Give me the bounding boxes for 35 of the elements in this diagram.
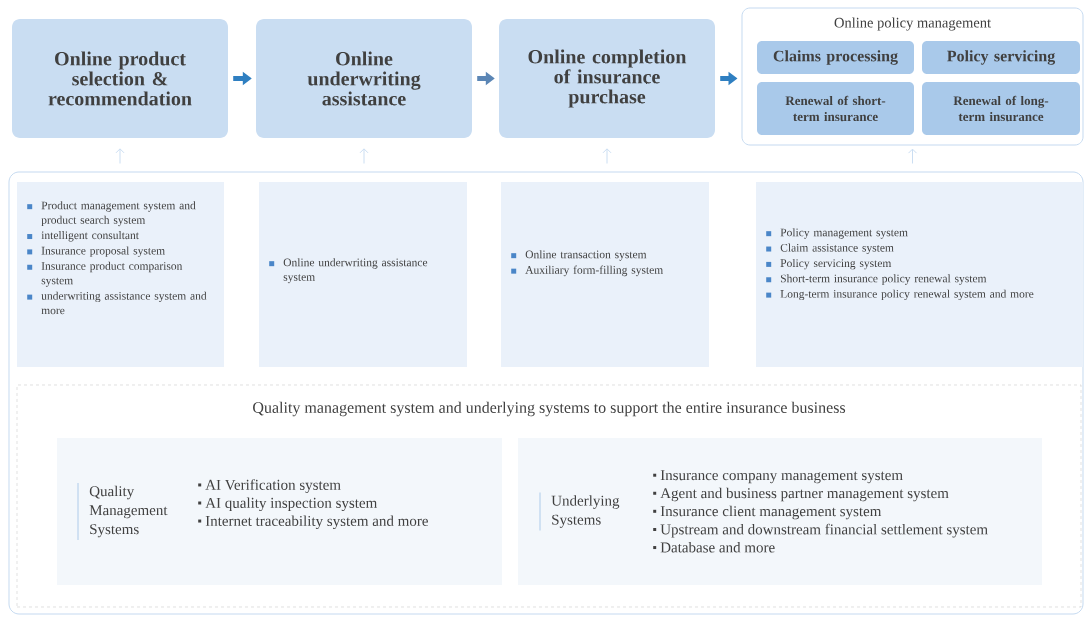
arrow [602, 148, 612, 164]
list-item: Policy servicing system [766, 258, 892, 270]
list-item: Auxiliary form-filling system [511, 265, 663, 277]
list-item: Insurance proposal system [27, 246, 165, 257]
panel-heading: Online policy management [834, 17, 991, 31]
list-item: underwriting assistance system and more [27, 291, 207, 315]
list-item: Upstream and downstream financial settlement system [653, 523, 988, 538]
list-item: intelligent consultant [27, 231, 139, 242]
arrow [908, 148, 917, 164]
arrow [115, 148, 125, 164]
arrow [359, 148, 369, 164]
list-item: Policy management system [766, 228, 908, 239]
step-box: Online completion of insurance purchase [499, 19, 715, 138]
list-item: Insurance client management system [653, 505, 882, 520]
list-item: Short-term insurance policy renewal system [766, 274, 987, 285]
panel-heading: Underlying Systems [539, 491, 620, 532]
list-item: Database and more [653, 541, 775, 553]
list-item: AI Verification system [198, 479, 341, 493]
step-box: Online product selection & recommendation [12, 19, 228, 138]
list-item: Long-term insurance policy renewal system and more [766, 289, 1034, 301]
list-item: Internet traceability system and more [198, 515, 428, 530]
process-box: Renewal of long-term insurance [922, 82, 1080, 135]
process-box: Renewal of short-term insurance [757, 82, 914, 135]
list-item: Agent and business partner management system [653, 487, 949, 502]
frame [8, 171, 1084, 615]
list-item: AI quality inspection system [198, 497, 378, 512]
list-item: Online transaction system [511, 250, 647, 261]
panel-heading: Quality management system and underlying systems to support the entire insurance business [253, 401, 846, 417]
list-item: Online underwriting assistance system [269, 258, 428, 284]
step-box: Online underwriting assistance [256, 19, 472, 138]
list-item: Insurance company management system [653, 470, 903, 484]
process-box: Policy servicing [922, 41, 1080, 74]
list-item: Claim assistance system [766, 243, 894, 254]
panel-heading: Quality Management Systems [77, 482, 168, 541]
process-box: Claims processing [757, 41, 914, 74]
